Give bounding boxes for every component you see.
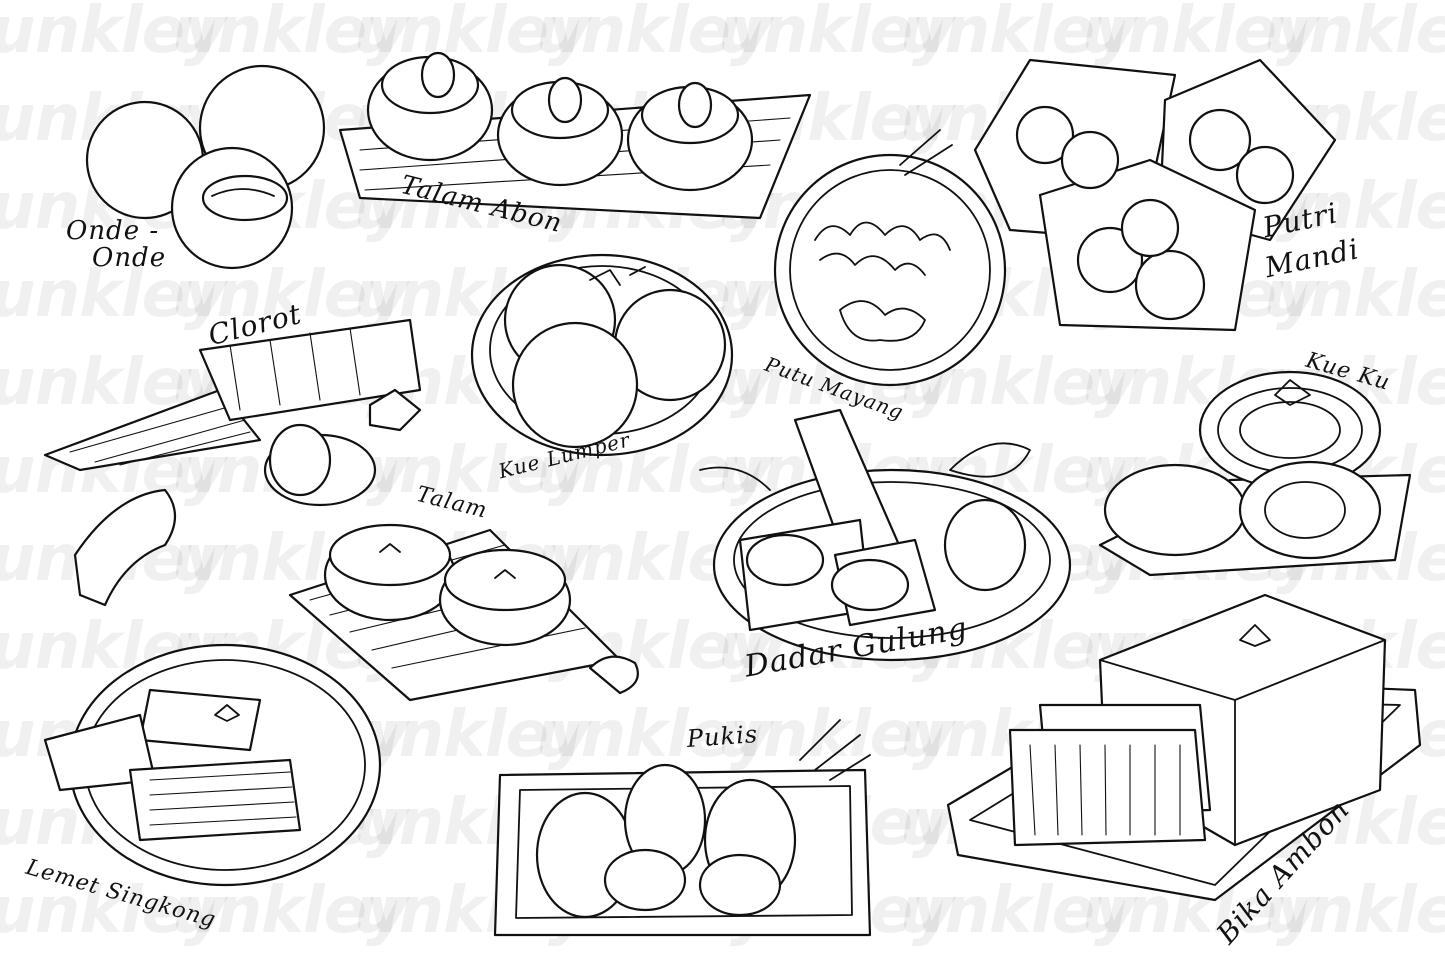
- lemet-singkong-illustration: [43, 643, 382, 887]
- putu-mayang-illustration: [773, 129, 1007, 387]
- pukis-illustration: [493, 719, 872, 937]
- clorot-illustration: [43, 318, 422, 607]
- label-onde-onde-line2: Onde: [92, 243, 167, 273]
- talam-illustration: [288, 523, 639, 702]
- dadar-gulung-illustration: [699, 408, 1072, 662]
- onde-onde-illustration: [85, 64, 326, 270]
- putri-mandi-illustration: [973, 58, 1337, 332]
- label-onde-onde-line1: Onde -: [66, 216, 160, 246]
- bika-ambon-illustration: [946, 593, 1422, 902]
- kue-lumper-illustration: [470, 253, 734, 457]
- kue-ku-illustration: [1098, 370, 1412, 577]
- talam-abon-illustration: [338, 51, 812, 220]
- label-pukis: Pukis: [686, 720, 759, 753]
